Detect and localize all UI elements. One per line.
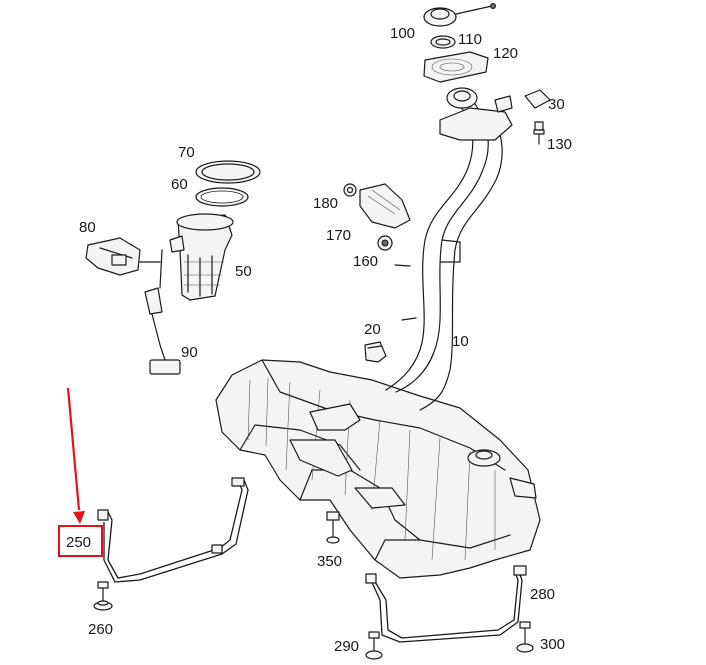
seal-60 bbox=[195, 187, 249, 207]
grommet-180 bbox=[343, 183, 357, 197]
callout-170: 170 bbox=[326, 227, 351, 244]
filler-neck-pipe bbox=[385, 87, 513, 411]
callout-100: 100 bbox=[390, 25, 415, 42]
lock-ring-70 bbox=[195, 160, 261, 184]
callout-120: 120 bbox=[493, 45, 518, 62]
seal-ring-110 bbox=[430, 35, 456, 49]
level-sender-90 bbox=[144, 249, 181, 375]
bolt-300 bbox=[516, 621, 534, 653]
tank-strap-280 bbox=[365, 565, 527, 643]
fuel-pump-module-50 bbox=[169, 213, 234, 301]
callout-30: 30 bbox=[548, 96, 565, 113]
callout-50: 50 bbox=[235, 263, 252, 280]
callout-350: 350 bbox=[317, 553, 342, 570]
highlight-arrow-head bbox=[73, 511, 85, 524]
highlight-box bbox=[58, 525, 103, 557]
callout-260: 260 bbox=[88, 621, 113, 638]
bolt-290 bbox=[365, 631, 383, 660]
bolt-130 bbox=[533, 121, 545, 145]
pump-controller-80 bbox=[85, 237, 161, 276]
bolt-350 bbox=[326, 511, 340, 544]
callout-70: 70 bbox=[178, 144, 195, 161]
tank-strap-250 bbox=[97, 477, 249, 583]
callout-90: 90 bbox=[181, 344, 198, 361]
fuel-tank bbox=[215, 359, 541, 579]
callout-300: 300 bbox=[540, 636, 565, 653]
callout-110: 110 bbox=[458, 31, 482, 48]
filler-flange-120 bbox=[423, 51, 489, 83]
callout-60: 60 bbox=[171, 176, 188, 193]
nut-160 bbox=[377, 235, 393, 251]
callout-250: 250 bbox=[66, 534, 91, 551]
callout-290: 290 bbox=[334, 638, 359, 655]
callout-10: 10 bbox=[452, 333, 469, 350]
fuel-cap-100 bbox=[423, 3, 496, 27]
callout-20: 20 bbox=[364, 321, 381, 338]
callout-130: 130 bbox=[547, 136, 572, 153]
bolt-260 bbox=[93, 581, 113, 611]
callout-180: 180 bbox=[313, 195, 338, 212]
callout-280: 280 bbox=[530, 586, 555, 603]
highlight-arrow bbox=[66, 387, 81, 511]
highlight-annotation: 250 bbox=[58, 387, 103, 557]
clip-20 bbox=[364, 341, 387, 363]
callout-80: 80 bbox=[79, 219, 96, 236]
bracket-170 bbox=[359, 183, 411, 229]
gasket-30 bbox=[524, 89, 551, 109]
callout-160: 160 bbox=[353, 253, 378, 270]
